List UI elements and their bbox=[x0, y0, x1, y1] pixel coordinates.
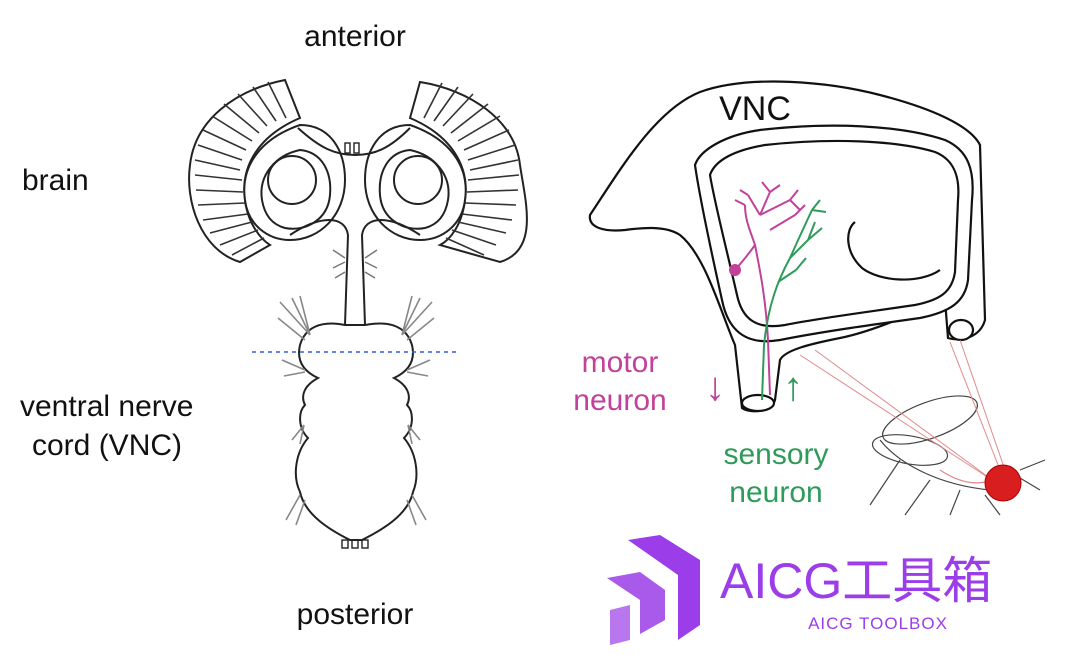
label-sensory-line2: neuron bbox=[729, 476, 822, 509]
vnc-cross-section bbox=[588, 80, 987, 413]
watermark-subtitle: AICG TOOLBOX bbox=[808, 614, 948, 633]
neck-connective bbox=[289, 219, 421, 326]
label-anterior: anterior bbox=[304, 20, 406, 53]
brain-vnc-schematic bbox=[188, 78, 528, 549]
fly-illustration bbox=[869, 395, 1046, 516]
label-vnc-line1: ventral nerve bbox=[20, 390, 193, 423]
brain-commissure bbox=[297, 127, 411, 157]
projection-lines bbox=[799, 339, 1006, 483]
motor-arrow: ↓ bbox=[705, 365, 725, 409]
watermark-title: AICG工具箱 bbox=[720, 553, 992, 609]
sensory-arrow: ↑ bbox=[783, 365, 803, 409]
label-vnc-line2: cord (VNC) bbox=[32, 429, 182, 462]
watermark: AICG工具箱 AICG TOOLBOX bbox=[607, 535, 992, 645]
watermark-logo-icon bbox=[607, 535, 700, 645]
label-posterior: posterior bbox=[297, 598, 414, 631]
left-brain-lobe bbox=[188, 78, 347, 264]
label-vnc: VNC bbox=[719, 90, 791, 128]
vnc-body bbox=[294, 322, 418, 541]
label-brain: brain bbox=[22, 164, 89, 197]
label-motor-line1: motor bbox=[582, 346, 659, 379]
fly-eye bbox=[984, 464, 1022, 502]
label-motor-line2: neuron bbox=[573, 384, 666, 417]
label-sensory-line1: sensory bbox=[723, 438, 828, 471]
right-brain-lobe bbox=[363, 80, 528, 264]
motor-neuron bbox=[729, 181, 806, 396]
sensory-neuron bbox=[761, 199, 827, 401]
